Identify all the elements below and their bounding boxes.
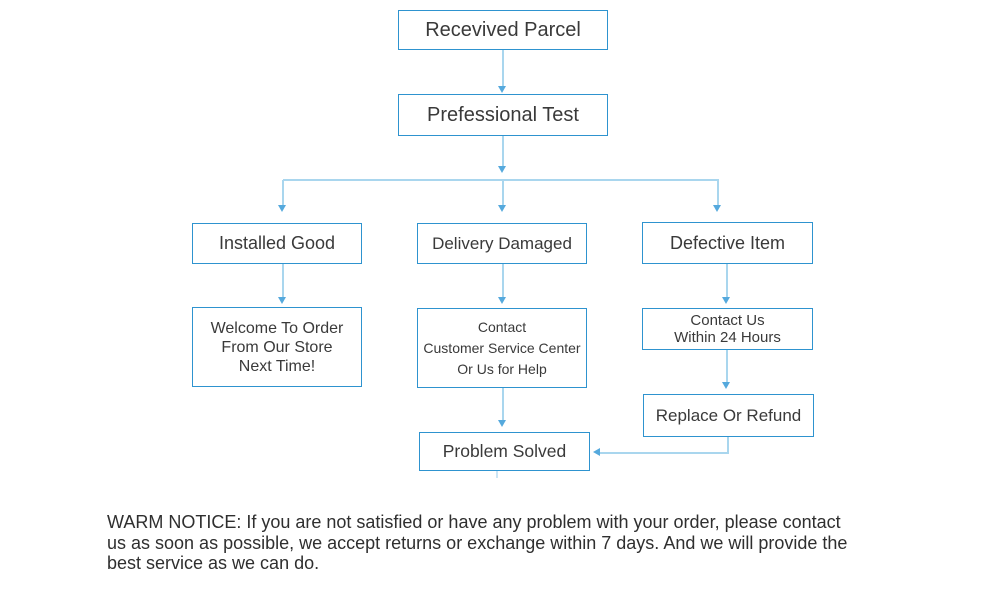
arrowhead-installed-to-welcome xyxy=(278,297,286,304)
connector-defective-to-contact24 xyxy=(726,264,728,297)
arrowhead-test-to-branch xyxy=(498,166,506,173)
node-welcome-order: Welcome To Order From Our Store Next Tim… xyxy=(192,307,362,387)
node-installed-good-label: Installed Good xyxy=(218,233,336,253)
arrowhead-defective-to-contact24 xyxy=(722,297,730,304)
node-delivery-damaged-label: Delivery Damaged xyxy=(432,233,572,253)
node-defective-item: Defective Item xyxy=(642,222,813,264)
branch-horizontal-line xyxy=(283,179,719,181)
arrowhead-delivery-to-contact xyxy=(498,297,506,304)
node-contact-center-line3: Or Us for Help xyxy=(457,360,547,377)
warm-notice-line2: us as soon as possible, we accept return… xyxy=(107,532,848,553)
branch-drop-left xyxy=(282,180,284,205)
connector-contact24-to-replace xyxy=(726,350,728,382)
connector-replace-elbow-vertical xyxy=(727,437,729,454)
warm-notice-line3: best service as we can do. xyxy=(107,553,320,573)
node-installed-good: Installed Good xyxy=(192,223,362,264)
node-contact-center-line2: Customer Service Center xyxy=(423,339,581,356)
node-contact-us-24h-line1: Contact Us xyxy=(690,312,765,329)
branch-drop-middle xyxy=(502,180,504,205)
node-problem-solved-label: Problem Solved xyxy=(442,441,567,461)
arrowhead-replace-to-problem xyxy=(593,448,600,456)
branch-drop-right xyxy=(717,180,719,205)
node-replace-refund: Replace Or Refund xyxy=(643,394,814,437)
node-problem-solved: Problem Solved xyxy=(419,432,590,471)
connector-delivery-to-contact xyxy=(502,264,504,297)
warm-notice-line1: WARM NOTICE: If you are not satisfied or… xyxy=(107,512,841,532)
arrowhead-received-to-test xyxy=(498,86,506,93)
arrowhead-to-defective-item xyxy=(713,205,721,212)
node-contact-us-24h: Contact Us Within 24 Hours xyxy=(642,308,813,350)
node-welcome-order-line1: Welcome To Order xyxy=(210,319,344,337)
node-welcome-order-line3: Next Time! xyxy=(238,357,316,375)
problem-solved-stub xyxy=(496,471,498,478)
arrowhead-contact24-to-replace xyxy=(722,382,730,389)
connector-contact-to-problem xyxy=(502,388,504,420)
arrowhead-to-installed-good xyxy=(278,205,286,212)
connector-test-to-branch xyxy=(502,136,504,166)
node-professional-test-label: Prefessional Test xyxy=(427,103,579,126)
node-welcome-order-line2: From Our Store xyxy=(221,338,333,356)
connector-replace-elbow-horizontal xyxy=(600,452,728,454)
node-contact-center: Contact Customer Service Center Or Us fo… xyxy=(417,308,587,388)
node-contact-center-line1: Contact xyxy=(477,318,527,335)
connector-received-to-test xyxy=(502,50,504,86)
node-replace-refund-label: Replace Or Refund xyxy=(655,405,802,425)
node-professional-test: Prefessional Test xyxy=(398,94,608,136)
node-defective-item-label: Defective Item xyxy=(669,232,786,253)
warm-notice: WARM NOTICE: If you are not satisfied or… xyxy=(107,512,947,574)
connector-installed-to-welcome xyxy=(282,264,284,297)
node-delivery-damaged: Delivery Damaged xyxy=(417,223,587,264)
node-contact-us-24h-line2: Within 24 Hours xyxy=(674,329,781,346)
arrowhead-to-delivery-damaged xyxy=(498,205,506,212)
node-received-parcel-label: Recevived Parcel xyxy=(425,18,581,41)
node-received-parcel: Recevived Parcel xyxy=(398,10,608,50)
arrowhead-contact-to-problem xyxy=(498,420,506,427)
